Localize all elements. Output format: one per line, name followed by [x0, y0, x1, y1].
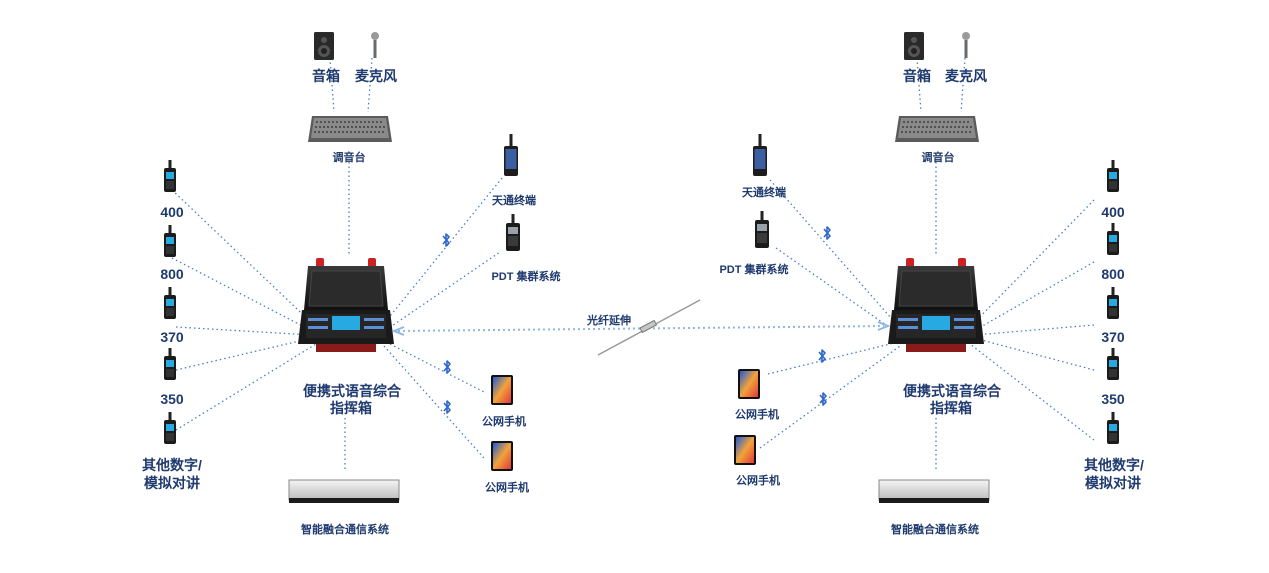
bluetooth-icon — [443, 360, 451, 374]
right-links — [759, 57, 1095, 470]
right-phone1-label: 公网手机 — [735, 409, 779, 421]
mobile-phone-icon — [491, 441, 513, 471]
left-phone1-label: 公网手机 — [482, 416, 526, 428]
left-radio-800-label: 800 — [160, 266, 184, 282]
left-box-label-line2: 指挥箱 — [330, 400, 372, 416]
left-phone2-label: 公网手机 — [485, 482, 529, 494]
left-radio-370-label: 370 — [160, 329, 184, 345]
bluetooth-icon — [443, 400, 451, 414]
fiber-connector-icon — [639, 319, 658, 334]
radio-350-icon — [1107, 348, 1119, 380]
right-radio-400-label: 400 — [1101, 204, 1125, 220]
mixer-icon — [307, 115, 393, 143]
fiber-link — [391, 299, 891, 356]
radio-800-icon — [1107, 223, 1119, 255]
radio-other-icon — [1107, 412, 1119, 444]
speaker-icon — [314, 32, 334, 60]
tiantong-terminal-icon — [504, 134, 518, 176]
left-links — [171, 57, 503, 470]
right-radio-370-label: 370 — [1101, 329, 1125, 345]
left-speaker-label: 音箱 — [312, 68, 340, 84]
left-other-radio-label-line1: 其他数字/ — [142, 457, 202, 473]
tiantong-terminal-icon — [753, 134, 767, 176]
left-microphone-label: 麦克风 — [355, 68, 397, 84]
left-other-radio-label-line2: 模拟对讲 — [144, 475, 200, 491]
left-cluster — [164, 32, 520, 504]
right-tiantong-label: 天通终端 — [742, 187, 786, 199]
radio-400-icon — [164, 160, 176, 192]
mobile-phone-icon — [734, 435, 756, 465]
speaker-icon — [904, 32, 924, 60]
rack-server-icon — [288, 479, 400, 504]
left-radio-400-label: 400 — [160, 204, 184, 220]
right-microphone-label: 麦克风 — [945, 68, 987, 84]
right-radio-800-label: 800 — [1101, 266, 1125, 282]
right-pdt-label: PDT 集群系统 — [719, 264, 789, 276]
microphone-icon — [962, 32, 970, 58]
right-box-label-line1: 便携式语音综合 — [903, 383, 1001, 399]
fiber-label: 光纤延伸 — [587, 315, 631, 327]
left-server-label: 智能融合通信系统 — [301, 524, 389, 536]
pdt-radio-icon — [506, 214, 520, 251]
right-mixer-label: 调音台 — [921, 152, 955, 164]
left-box-label-line1: 便携式语音综合 — [303, 383, 401, 399]
mobile-phone-icon — [738, 369, 760, 399]
right-cluster — [734, 32, 1119, 504]
pdt-radio-icon — [755, 211, 769, 248]
bluetooth-icon — [823, 226, 831, 240]
right-other-radio-label-line2: 模拟对讲 — [1085, 475, 1141, 491]
mixer-icon — [894, 115, 980, 143]
right-server-label: 智能融合通信系统 — [891, 524, 979, 536]
right-radio-350-label: 350 — [1101, 391, 1125, 407]
rack-server-icon — [878, 479, 990, 504]
radio-370-icon — [1107, 287, 1119, 319]
radio-350-icon — [164, 348, 176, 380]
left-pdt-label: PDT 集群系统 — [491, 271, 561, 283]
right-speaker-label: 音箱 — [903, 68, 931, 84]
radio-800-icon — [164, 225, 176, 257]
bluetooth-icon — [819, 392, 827, 406]
mobile-phone-icon — [491, 375, 513, 405]
radio-370-icon — [164, 287, 176, 319]
command-case-icon — [887, 257, 985, 353]
bluetooth-icon — [818, 349, 826, 363]
left-radio-350-label: 350 — [160, 391, 184, 407]
microphone-icon — [371, 32, 379, 58]
left-tiantong-label: 天通终端 — [492, 195, 536, 207]
right-other-radio-label-line1: 其他数字/ — [1084, 457, 1144, 473]
left-mixer-label: 调音台 — [332, 152, 366, 164]
right-phone2-label: 公网手机 — [736, 475, 780, 487]
radio-other-icon — [164, 412, 176, 444]
radio-400-icon — [1107, 160, 1119, 192]
bluetooth-icon — [442, 233, 450, 247]
command-case-icon — [297, 257, 395, 353]
right-box-label-line2: 指挥箱 — [930, 400, 972, 416]
